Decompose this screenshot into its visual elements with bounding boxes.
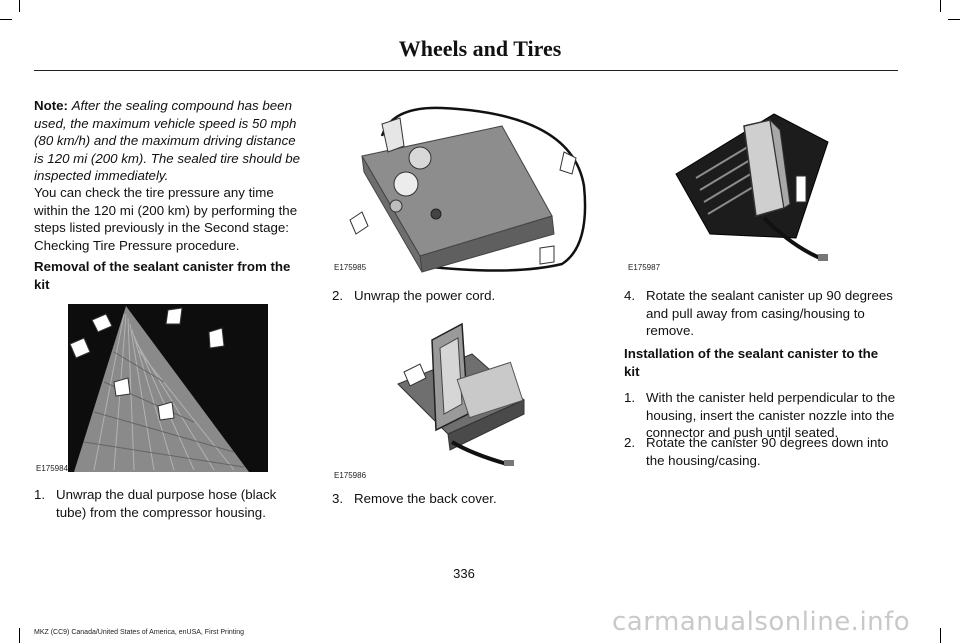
step-text: With the canister held perpendicular to …: [646, 390, 896, 441]
step-number: 2.: [332, 288, 344, 303]
step-number: 3.: [332, 491, 344, 506]
paragraph: You can check the tire pressure any time…: [34, 185, 298, 253]
header-rule: [34, 70, 898, 71]
crop-mark: [940, 0, 941, 12]
install-step-2: 2. Rotate the canister 90 degrees down i…: [624, 434, 896, 469]
crop-mark: [948, 19, 960, 20]
figure-e175985: E175985: [332, 96, 594, 274]
figure-e175986: E175986: [332, 304, 594, 482]
step-text: Unwrap the dual purpose hose (black tube…: [56, 487, 277, 520]
step-number: 4.: [624, 288, 636, 303]
compressor-illustration: E175985: [334, 106, 587, 273]
step-number: 2.: [624, 435, 636, 450]
page-title: Wheels and Tires: [398, 36, 562, 61]
page-number: 336: [453, 566, 475, 581]
figure-label: E175987: [628, 263, 661, 272]
section-heading: Installation of the sealant canister to …: [624, 346, 879, 379]
section-heading: Removal of the sealant canister from the…: [34, 259, 291, 292]
crop-mark: [940, 628, 941, 643]
step-4: 4. Rotate the sealant canister up 90 deg…: [624, 287, 896, 340]
step-1: 1. Unwrap the dual purpose hose (black t…: [34, 486, 306, 521]
note: Note: After the sealing compound has bee…: [34, 97, 306, 185]
step-2: 2. Unwrap the power cord.: [332, 287, 594, 305]
figure-e175987: E175987: [624, 96, 884, 274]
step-text: Rotate the canister 90 degrees down into…: [646, 435, 889, 468]
step-text: Rotate the sealant canister up 90 degree…: [646, 288, 893, 339]
install-step-1: 1. With the canister held perpendicular …: [624, 389, 896, 442]
step-3: 3. Remove the back cover.: [332, 490, 594, 508]
note-label: Note:: [34, 98, 68, 113]
crop-mark: [19, 628, 20, 643]
back-cover-illustration: E175986: [334, 322, 525, 480]
canister-illustration: E175987: [628, 113, 829, 272]
step-number: 1.: [624, 390, 636, 405]
figure-label: E175985: [334, 263, 367, 272]
figure-e175984: E175984: [34, 302, 268, 474]
step-text: Remove the back cover.: [354, 491, 497, 506]
step-number: 1.: [34, 487, 46, 502]
crop-mark: [0, 19, 12, 20]
tire-illustration: E175984: [36, 304, 268, 473]
figure-label: E175986: [334, 471, 367, 480]
step-text: Unwrap the power cord.: [354, 288, 496, 303]
note-text: After the sealing compound has been used…: [34, 98, 301, 184]
figure-label: E175984: [36, 464, 69, 473]
watermark: carmanualsonline.info: [612, 607, 911, 637]
crop-mark: [19, 0, 20, 12]
edition-line: MKZ (CC9) Canada/United States of Americ…: [34, 629, 245, 636]
